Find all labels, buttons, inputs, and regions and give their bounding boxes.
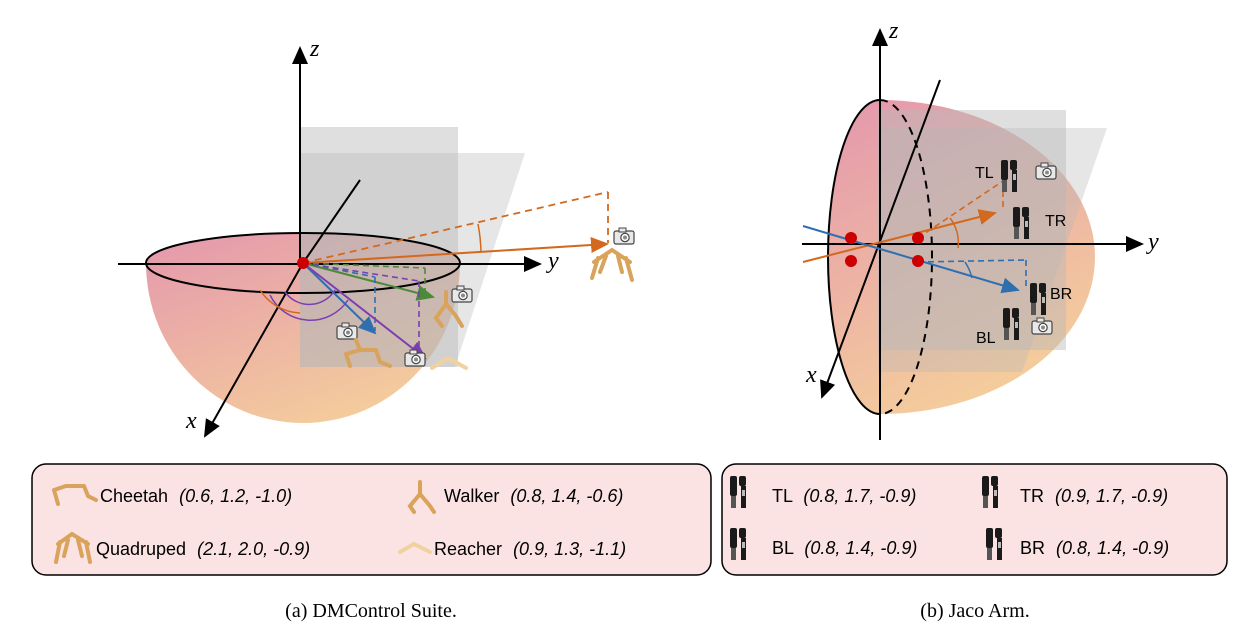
legend-tr-name: TR (1020, 486, 1044, 506)
panel-b-diagram: z y x TL TR BR BL (802, 18, 1159, 440)
x-axis-a-upper (302, 179, 361, 264)
plane-a-2 (300, 153, 525, 367)
legend-quadruped-icon (54, 531, 92, 564)
legend-cheetah-name: Cheetah (100, 486, 168, 506)
quadruped-icon (590, 247, 634, 282)
legend-a-box (31, 463, 712, 576)
legend-b-box (721, 463, 1228, 576)
legend-br-name: BR (1020, 538, 1045, 558)
legend-quadruped-coords: (2.1, 2.0, -0.9) (197, 539, 310, 559)
legend-br-coords: (0.8, 1.4, -0.9) (1056, 538, 1169, 558)
meridian-dashed-b (879, 99, 933, 415)
legend-tl-coords: (0.8, 1.7, -0.9) (803, 486, 916, 506)
legend-br: BR (0.8, 1.4, -0.9) (1020, 538, 1169, 558)
caption-a: (a) DMControl Suite. (285, 600, 457, 622)
camera-icon-quadruped (613, 227, 635, 245)
camera-label-br: BR (1050, 286, 1072, 303)
legend-a: Cheetah (0.6, 1.2, -1.0) Walker (0.8, 1.… (31, 463, 712, 576)
origin-dot-a (297, 257, 309, 269)
legend-tr: TR (0.9, 1.7, -0.9) (1020, 486, 1168, 506)
top-dashed-line (917, 180, 1004, 239)
legend-cheetah-coords: (0.6, 1.2, -1.0) (179, 486, 292, 506)
reacher-icon (430, 355, 468, 370)
hemisphere-b (828, 100, 1095, 414)
angle-arcs-a (269, 289, 349, 321)
legend-tr-coords: (0.9, 1.7, -0.9) (1055, 486, 1168, 506)
meridian-solid-b (827, 99, 881, 415)
x-axis-a-lower (204, 262, 304, 438)
top-direction-arrow (802, 209, 997, 263)
axis-label-y-b: y (1146, 229, 1159, 255)
camera-label-tl: TL (975, 165, 994, 182)
legend-quadruped: Quadruped (2.1, 2.0, -0.9) (96, 539, 310, 559)
legend-bl-coords: (0.8, 1.4, -0.9) (804, 538, 917, 558)
bottom-dashed-line (917, 259, 1027, 263)
origin-dot-b-2 (912, 232, 924, 244)
axis-label-z-b: z (888, 18, 899, 44)
panel-a-diagram: z y x (118, 36, 635, 438)
hemisphere-a (146, 233, 460, 423)
walker-dashed-line (302, 262, 426, 269)
camera-label-tr: TR (1045, 213, 1066, 230)
legend-cheetah: Cheetah (0.6, 1.2, -1.0) (100, 486, 292, 506)
axis-label-x-b: x (805, 362, 817, 388)
quadruped-dashed-line (302, 191, 609, 264)
legend-tl-name: TL (772, 486, 793, 506)
plane-a-1 (300, 127, 458, 367)
legend-bl-name: BL (772, 538, 794, 558)
walker-direction-arrow (302, 262, 435, 301)
reacher-direction-arrow (302, 262, 427, 360)
walker-icon (433, 290, 464, 328)
legend-walker-name: Walker (444, 486, 499, 506)
angle-arcs-a-2 (259, 289, 301, 314)
legend-reacher-coords: (0.9, 1.3, -1.1) (513, 539, 626, 559)
top-angle-arc (949, 217, 960, 249)
legend-walker-coords: (0.8, 1.4, -0.6) (510, 486, 623, 506)
legend-quadruped-name: Quadruped (96, 539, 186, 559)
cheetah-icon (344, 338, 392, 368)
x-axis-b (820, 79, 941, 399)
legend-bl: BL (0.8, 1.4, -0.9) (772, 538, 917, 558)
origin-dot-b-3 (845, 255, 857, 267)
origin-dot-b-4 (912, 255, 924, 267)
axis-label-x-a: x (185, 408, 197, 434)
bottom-angle-arc (964, 261, 973, 279)
quadruped-direction-arrow (302, 237, 609, 264)
legend-b: TL (0.8, 1.7, -0.9) TR (0.9, 1.7, -0.9) … (721, 463, 1228, 576)
plane-b-2 (878, 128, 1107, 372)
legend-reacher-name: Reacher (434, 539, 502, 559)
legend-tl: TL (0.8, 1.7, -0.9) (772, 486, 916, 506)
axis-label-z-a: z (309, 36, 320, 62)
legend-walker-icon (407, 480, 436, 514)
camera-label-bl: BL (976, 330, 996, 347)
caption-b: (b) Jaco Arm. (920, 600, 1029, 622)
quadruped-angle-arc (477, 223, 482, 253)
cheetah-direction-arrow (302, 262, 377, 335)
legend-reacher: Reacher (0.9, 1.3, -1.1) (434, 539, 626, 559)
bottom-direction-arrow (802, 225, 1020, 294)
legend-walker: Walker (0.8, 1.4, -0.6) (444, 486, 623, 506)
origin-dot-b-1 (845, 232, 857, 244)
axis-label-y-a: y (546, 248, 559, 274)
legend-reacher-icon (398, 541, 432, 554)
legend-cheetah-icon (52, 484, 98, 506)
